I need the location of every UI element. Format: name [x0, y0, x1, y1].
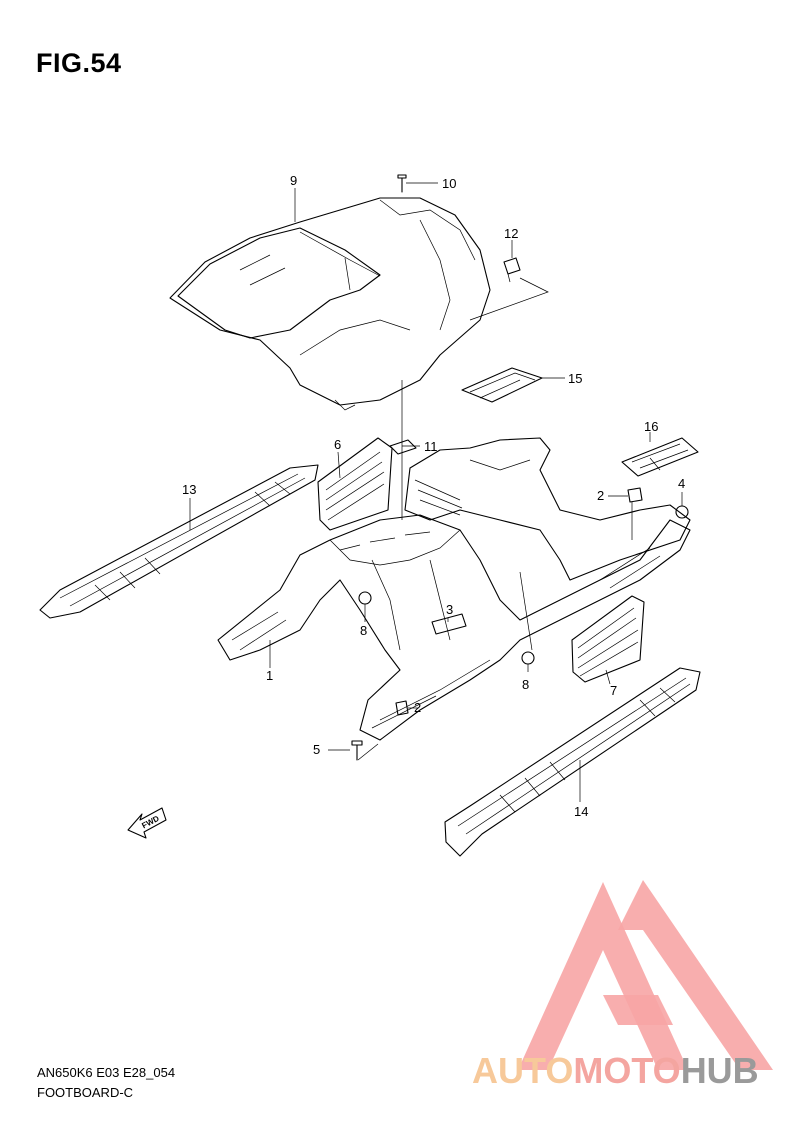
part-9-seat-cowl [169, 197, 491, 411]
part-footboard-upper-panel [404, 437, 691, 581]
callout-15: 15 [568, 371, 582, 386]
part-5-screw [351, 740, 363, 761]
callout-8b: 8 [522, 677, 529, 692]
callout-7: 7 [610, 683, 617, 698]
wordmark-part-3: HUB [680, 1050, 759, 1091]
wordmark-part-1: AUTO [472, 1050, 574, 1091]
callout-labels: 1 2 2 3 4 5 6 7 8 8 9 10 11 12 13 14 15 … [182, 173, 685, 819]
figure-title: FIG.54 [36, 48, 122, 78]
callout-16: 16 [644, 419, 658, 434]
callout-2b: 2 [414, 700, 421, 715]
callout-9: 9 [290, 173, 297, 188]
callout-14: 14 [574, 804, 588, 819]
part-16-cover [621, 437, 699, 477]
part-4-fastener [675, 505, 689, 519]
callout-6: 6 [334, 437, 341, 452]
leader-lines [189, 182, 683, 802]
part-2-nuts [395, 487, 643, 716]
callout-1: 1 [266, 668, 273, 683]
part-15-cover [461, 367, 543, 403]
automotohub-wordmark: AUTOMOTOHUB [472, 1050, 759, 1092]
figure-section-name: FOOTBOARD-C [37, 1085, 134, 1100]
wordmark-part-2: MOTO [573, 1050, 681, 1091]
part-14-floor-mat-right [444, 667, 701, 857]
callout-5: 5 [313, 742, 320, 757]
fwd-arrow-icon: FWD [127, 807, 167, 839]
part-1-footboard [217, 514, 691, 741]
callout-2a: 2 [597, 488, 604, 503]
automotohub-logo-icon [518, 880, 773, 1070]
part-6-grille-left [317, 437, 393, 531]
callout-10: 10 [442, 176, 456, 191]
part-7-grille-right [571, 595, 645, 683]
figure-code: AN650K6 E03 E28_054 [37, 1065, 176, 1080]
callout-12: 12 [504, 226, 518, 241]
part-10-screw [397, 174, 407, 193]
part-11-bracket [389, 439, 417, 455]
callout-11: 11 [424, 439, 438, 454]
part-13-floor-mat-left [39, 464, 319, 619]
callout-8a: 8 [360, 623, 367, 638]
callout-3: 3 [446, 602, 453, 617]
callout-13: 13 [182, 482, 196, 497]
callout-4: 4 [678, 476, 685, 491]
part-12-clip [503, 257, 521, 283]
